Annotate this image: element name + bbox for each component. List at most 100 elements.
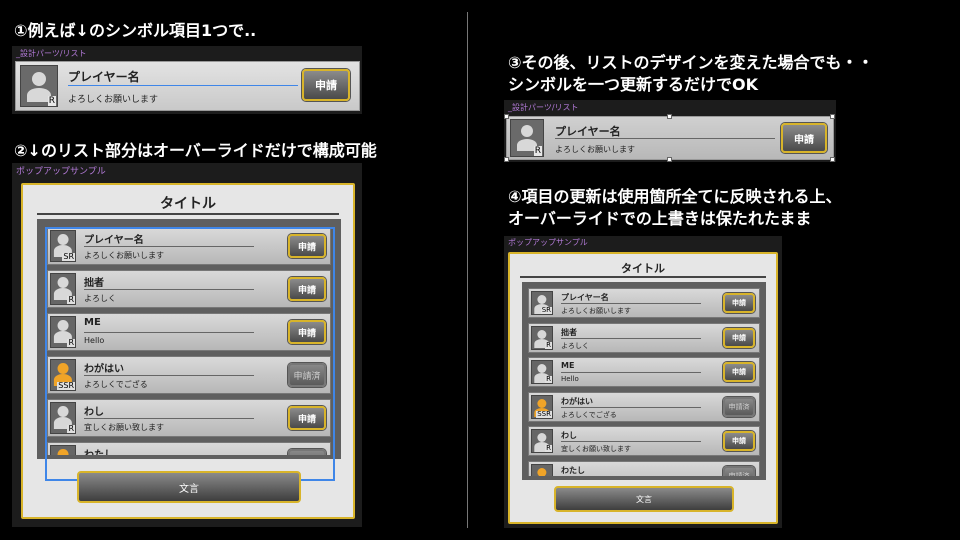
popup-title-right: タイトル [621,262,665,275]
rank-badge: R [67,295,75,304]
apply-button[interactable]: 申請 [288,406,326,430]
name-divider [84,375,254,377]
apply-button-updated[interactable]: 申請 [781,123,827,153]
avatar-head-shape [57,363,69,374]
popup-title-left: タイトル [160,196,216,212]
player-message: よろしくお願いします [68,95,159,105]
list-item[interactable]: R わし宜しくお願い致します 申請 [47,399,331,437]
name-divider [561,441,701,443]
rank-badge: R [47,96,56,106]
apply-button[interactable]: 申請 [288,277,326,301]
avatar-body-shape [53,417,73,429]
step3-heading-line2: シンボルを一つ更新するだけでOK [508,75,759,94]
rank-badge-updated: R [533,146,542,156]
player-message-updated: よろしくお願いします [555,145,635,154]
player-avatar: SR [50,230,76,262]
list-item[interactable]: R 拙者よろしく 申請 [47,270,331,308]
selection-handle[interactable] [504,157,509,162]
avatar-head-shape [537,433,547,443]
selection-handle[interactable] [667,157,672,162]
player-avatar [531,463,553,476]
selection-handle[interactable] [830,157,835,162]
avatar-head-shape [57,320,69,331]
avatar-body-shape [534,338,550,349]
player-message: よろしくでござる [561,410,617,419]
avatar-body-shape [53,331,73,343]
selection-handle[interactable] [504,114,509,119]
player-message: よろしくでござる [84,380,148,390]
apply-button[interactable]: 申請 [302,69,350,101]
list-item[interactable]: SR プレイヤー名よろしくお願いします 申請 [47,227,331,265]
apply-button[interactable]: 申請 [723,293,755,313]
apply-button[interactable]: 申請 [723,431,755,451]
player-avatar: R [50,402,76,434]
player-message: 宜しくお願い致します [561,445,631,454]
applied-button[interactable]: 申請済 [723,465,755,476]
player-message: よろしく [84,294,116,304]
player-avatar-updated: R [510,119,544,157]
player-name: プレイヤー名 [68,70,140,84]
applied-button[interactable]: 申請済 [723,396,755,417]
step4-heading-line2: オーバーライドでの上書きは保たれたまま [508,209,812,228]
name-divider [84,418,254,420]
rank-badge: R [545,444,552,452]
step1-heading: ①例えば↓のシンボル項目1つで.. [14,21,257,40]
player-avatar: R [531,429,553,453]
list-selection-outline [45,227,335,481]
player-name: プレイヤー名 [84,235,144,246]
player-name: わし [84,407,104,418]
list-item[interactable]: わたし 申請済 [528,460,760,476]
avatar-head-shape [32,72,46,86]
player-avatar: R [50,273,76,305]
avatar-body-shape [53,288,73,300]
apply-button[interactable]: 申請 [723,327,755,348]
applied-button[interactable]: 申請済 [288,449,326,455]
name-divider [84,289,254,291]
player-avatar [50,445,76,455]
apply-button[interactable]: 申請 [288,320,326,344]
player-avatar: SSR [50,359,76,391]
player-name: 拙者 [84,278,104,289]
symbol-panel-original: _設計パーツ/リスト R プレイヤー名 よろしくお願いします 申請 [12,46,362,114]
player-message: よろしく [561,341,589,350]
symbol-list-item[interactable]: R プレイヤー名 よろしくお願いします 申請 [15,61,360,111]
player-message: よろしくお願いします [84,251,164,261]
player-name: 拙者 [561,327,577,337]
player-name: わがはい [84,364,124,375]
selection-handle[interactable] [667,114,672,119]
popup-caption-right: ポップアップサンプル [508,238,588,247]
step2-heading: ②↓のリスト部分はオーバーライドだけで構成可能 [14,141,377,160]
name-divider [561,337,701,339]
rank-badge: SR [540,306,552,314]
rank-badge: SR [62,252,75,261]
symbol-list-item-updated[interactable]: R プレイヤー名 よろしくお願いします 申請 [506,116,834,160]
avatar-head-shape [521,125,533,137]
applied-button[interactable]: 申請済 [288,363,326,387]
player-message: 宜しくお願い致します [84,423,164,433]
player-avatar: R [50,316,76,348]
footer-button-right[interactable]: 文言 [554,486,734,512]
player-message: Hello [561,375,579,384]
popup-caption-left: ポップアップサンプル [16,167,106,177]
rank-badge: R [67,338,75,347]
footer-button-left[interactable]: 文言 [77,471,301,503]
avatar-head-shape [537,329,547,339]
apply-button[interactable]: 申請 [288,234,326,258]
player-name: わたし [561,465,585,475]
selection-handle[interactable] [830,114,835,119]
rank-badge: R [67,424,75,433]
player-message: よろしくお願いします [561,307,631,316]
list-item[interactable]: SSR わがはいよろしくでござる 申請済 [47,356,331,394]
apply-button[interactable]: 申請 [723,362,755,382]
